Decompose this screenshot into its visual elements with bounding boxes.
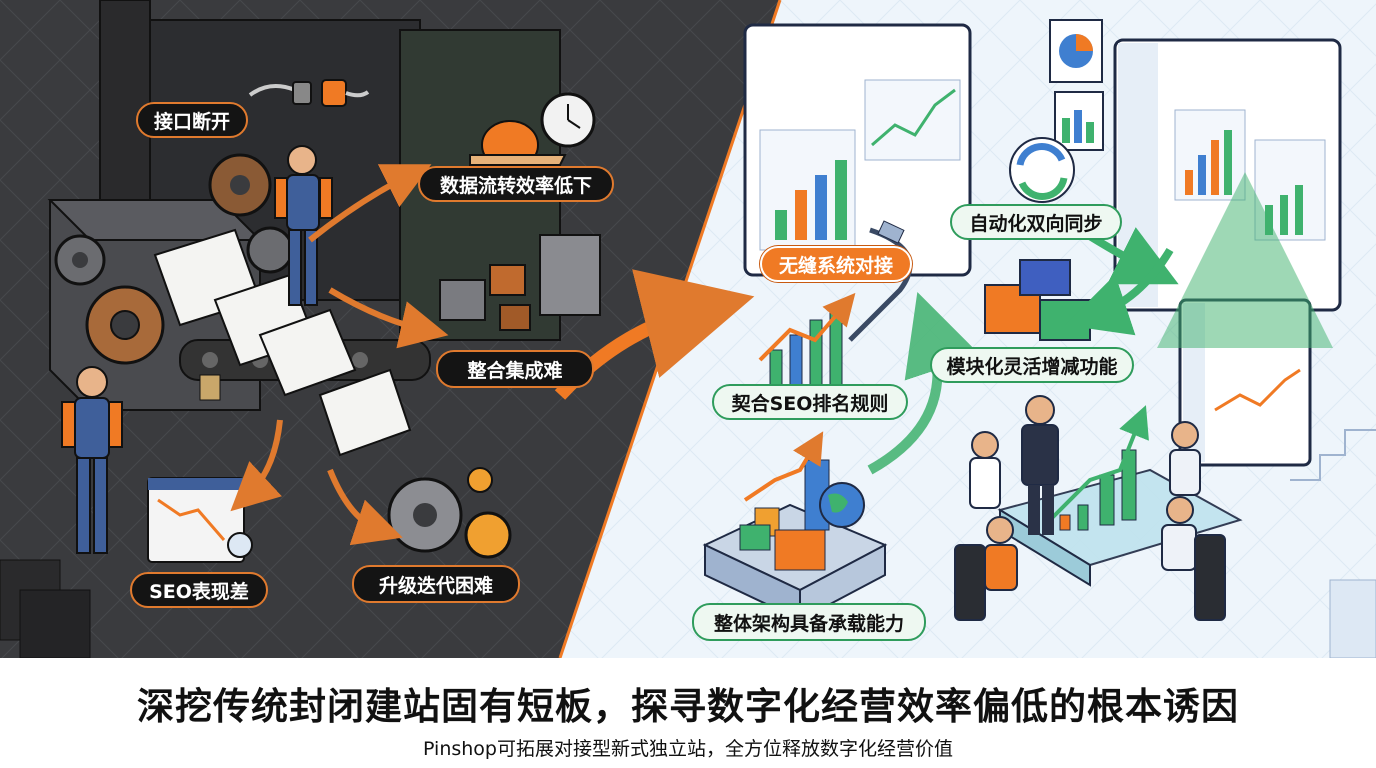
label-seamless-docking: 无缝系统对接 bbox=[760, 246, 912, 282]
label-seo-poor: SEO表现差 bbox=[130, 572, 268, 608]
analytics-monitor-icon bbox=[743, 23, 972, 277]
caption-title: 深挖传统封闭建站固有短板，探寻数字化经营效率偏低的根本诱因 bbox=[137, 685, 1239, 728]
chair-icon bbox=[954, 544, 986, 621]
illustration-art bbox=[0, 0, 1376, 658]
worker-figure-icon bbox=[274, 145, 333, 306]
server-platform-icon bbox=[702, 431, 888, 622]
chair-icon bbox=[1194, 534, 1226, 621]
gear-icon bbox=[208, 153, 272, 217]
label-hard-to-integrate: 整合集成难 bbox=[436, 350, 594, 388]
seo-chart-window-icon bbox=[147, 477, 253, 563]
gear-icon bbox=[85, 285, 165, 365]
business-people-icon bbox=[954, 395, 1226, 621]
caption-subtitle: Pinshop可拓展对接型新式独立站，全方位释放数字化经营价值 bbox=[423, 738, 953, 760]
bar-chart-card-icon bbox=[1054, 91, 1104, 151]
paper-sheets-icon bbox=[153, 228, 412, 457]
gears-icon bbox=[387, 467, 512, 559]
label-seo-rules: 契合SEO排名规则 bbox=[712, 384, 908, 420]
label-capacity: 整体架构具备承载能力 bbox=[692, 603, 926, 641]
worker-figure-icon bbox=[61, 366, 123, 554]
sync-arrows-icon bbox=[1009, 137, 1075, 203]
growth-chart-icon bbox=[758, 292, 856, 386]
line-chart-monitor-icon bbox=[1178, 298, 1312, 467]
lego-blocks-icon bbox=[984, 259, 1091, 341]
pipe bbox=[99, 0, 151, 211]
caption-area: 深挖传统封闭建站固有短板，探寻数字化经营效率偏低的根本诱因 Pinshop可拓展… bbox=[0, 658, 1376, 768]
clock-icon bbox=[540, 92, 596, 148]
illustration: 接口断开 数据流转效率低下 整合集成难 SEO表现差 升级迭代困难 无缝系统对接… bbox=[0, 0, 1376, 658]
label-interface-broken: 接口断开 bbox=[136, 102, 248, 138]
label-data-flow-slow: 数据流转效率低下 bbox=[418, 166, 614, 202]
magnifier-icon bbox=[227, 532, 253, 558]
gear-icon bbox=[246, 226, 294, 274]
broken-plug-icon bbox=[248, 79, 370, 107]
label-upgrade-hard: 升级迭代困难 bbox=[352, 565, 520, 603]
cable-icon bbox=[848, 227, 913, 342]
gear-icon bbox=[54, 234, 106, 286]
pie-chart-icon bbox=[1049, 19, 1103, 83]
label-auto-sync: 自动化双向同步 bbox=[950, 204, 1122, 240]
label-modular: 模块化灵活增减功能 bbox=[930, 347, 1134, 383]
puzzle-blocks-icon bbox=[439, 234, 601, 331]
snail-icon bbox=[469, 120, 567, 170]
